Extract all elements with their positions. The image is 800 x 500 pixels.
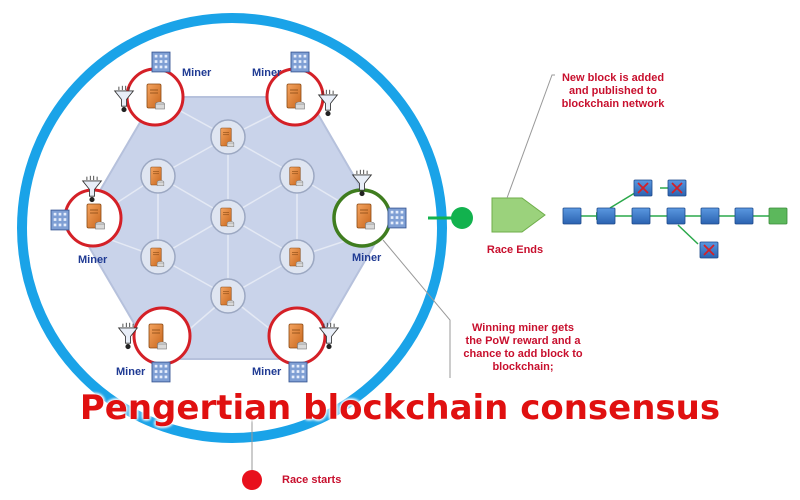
winning-miner-note: Winning miner gets the PoW reward and a … [463, 322, 583, 373]
inner-node [279, 158, 315, 194]
race-start-dot [242, 470, 262, 490]
inner-node [140, 158, 176, 194]
miner-node [265, 51, 338, 127]
miner-label: Miner [352, 252, 382, 264]
miner-node [267, 306, 339, 383]
page-title: Pengertian blockchain consensus [79, 388, 721, 428]
block [562, 207, 582, 225]
inner-node [140, 239, 176, 275]
orphan-block [667, 179, 687, 197]
miner-node [114, 51, 185, 127]
race-ends-label: Race Ends [486, 244, 544, 256]
miner-label: Miner [182, 67, 212, 79]
miner-label: Miner [252, 366, 282, 378]
block [666, 207, 686, 225]
inner-node [210, 278, 246, 314]
inner-node [279, 239, 315, 275]
miner-node [50, 175, 123, 248]
block [734, 207, 754, 225]
orphan-block [699, 241, 719, 259]
race-end-dot [451, 207, 473, 229]
inner-node [210, 199, 246, 235]
new-block-note: New block is added and published to bloc… [561, 72, 665, 110]
block [700, 207, 720, 225]
block [596, 207, 616, 225]
blockchain [562, 179, 788, 259]
miner-node [118, 306, 192, 383]
new-block [768, 207, 788, 225]
callout-line-new-block [506, 74, 555, 199]
callout-line-winning-miner [382, 239, 451, 378]
inner-node [210, 119, 246, 155]
block [631, 207, 651, 225]
miner-label: Miner [116, 366, 146, 378]
race-starts-label: Race starts [282, 474, 342, 486]
orphan-block [633, 179, 653, 197]
miner-label: Miner [78, 254, 108, 266]
winning-miner-node [332, 169, 407, 248]
miner-label: Miner [252, 67, 282, 79]
block-arrow-shape [491, 197, 546, 233]
